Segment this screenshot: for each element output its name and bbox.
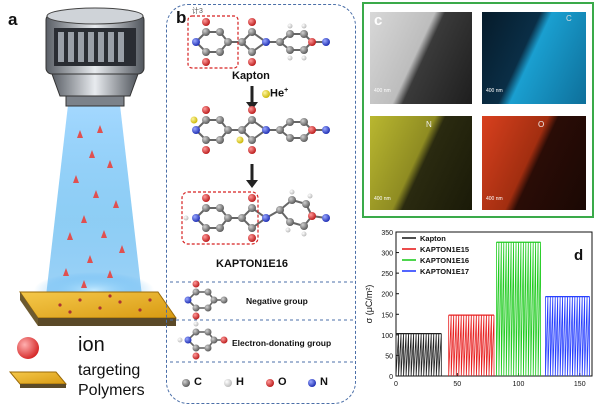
y-tick-label: 350 xyxy=(381,230,393,237)
charge-density-chart: 0 50 100 150 200 250 300 350 0 50 100 150 σ (μC/m²) K… xyxy=(364,230,593,388)
panel-b-corner-text: 计3 xyxy=(192,8,203,15)
legend-label-kapton: Kapton xyxy=(420,234,446,243)
y-tick-label: 150 xyxy=(381,312,393,319)
polymer-legend-label-2: Polymers xyxy=(78,382,145,399)
molecular-structures xyxy=(170,15,354,387)
he-label-sup: + xyxy=(284,87,289,94)
x-tick-label: 100 xyxy=(513,381,525,388)
x-tick-label: 0 xyxy=(394,381,398,388)
series-kapton1e16-line xyxy=(496,242,541,377)
atom-label-n: N xyxy=(320,376,328,388)
panel-d: 0 50 100 150 200 250 300 350 0 50 100 150 σ (μC/m²) K… xyxy=(360,224,600,408)
panel-b-label: b xyxy=(176,8,187,27)
kapton1e16-label: KAPTON1E16 xyxy=(216,258,288,270)
ion-legend-label: ion xyxy=(78,334,105,356)
panel-a: a xyxy=(0,0,190,408)
series-kapton1e17-line xyxy=(545,296,590,377)
he-label-text: He xyxy=(270,87,285,100)
map-carbon xyxy=(482,12,586,104)
series-kapton1e15-line xyxy=(448,315,495,377)
negative-group-label: Negative group xyxy=(246,296,308,306)
panel-b xyxy=(166,4,356,404)
y-tick-label: 200 xyxy=(381,292,393,299)
kapton1e16-molecule xyxy=(181,189,330,245)
series-kapton-line xyxy=(395,333,442,377)
x-tick-label: 150 xyxy=(574,381,586,388)
scale-bar-4: 400 nm xyxy=(486,196,503,202)
kapton-label: Kapton xyxy=(232,70,270,82)
negative-group-molecule xyxy=(184,280,228,320)
y-axis-label: σ (μC/m²) xyxy=(364,285,374,324)
polymer-legend-label-1: targeting xyxy=(78,362,141,379)
map-label-c: C xyxy=(566,14,572,23)
legend-label-kapton1e17: KAPTON1E17 xyxy=(420,267,469,276)
atom-label-c: C xyxy=(194,376,202,388)
map-tem xyxy=(370,12,472,104)
atom-label-h: H xyxy=(236,376,244,388)
atom-label-o: O xyxy=(278,376,287,388)
panel-a-label: a xyxy=(8,10,18,29)
scale-bar-3: 400 nm xyxy=(374,196,391,202)
map-label-o: O xyxy=(538,120,545,129)
y-tick-label: 100 xyxy=(381,333,393,340)
y-tick-label: 0 xyxy=(389,374,393,381)
map-label-n: N xyxy=(426,120,432,129)
y-tick-label: 250 xyxy=(381,271,393,278)
scale-bar-2: 400 nm xyxy=(486,88,503,94)
y-tick-label: 300 xyxy=(381,251,393,258)
panel-c xyxy=(362,2,594,218)
panel-d-label: d xyxy=(574,247,583,264)
x-tick-label: 50 xyxy=(453,381,461,388)
intermediate-molecule xyxy=(190,106,330,154)
kapton-molecule xyxy=(187,15,330,69)
panel-c-label: c xyxy=(374,12,383,29)
y-tick-label: 50 xyxy=(385,353,393,360)
map-nitrogen xyxy=(370,116,472,210)
electron-donating-group-label: Electron-donating group xyxy=(232,338,332,348)
electron-donating-group-molecule xyxy=(177,321,228,360)
he-ion-label: He+ xyxy=(270,87,288,100)
scale-bar-1: 400 nm xyxy=(374,88,391,94)
legend-label-kapton1e15: KAPTON1E15 xyxy=(420,245,469,254)
legend-label-kapton1e16: KAPTON1E16 xyxy=(420,256,469,265)
map-oxygen xyxy=(482,116,586,210)
ion-beam-illustration xyxy=(8,7,177,388)
